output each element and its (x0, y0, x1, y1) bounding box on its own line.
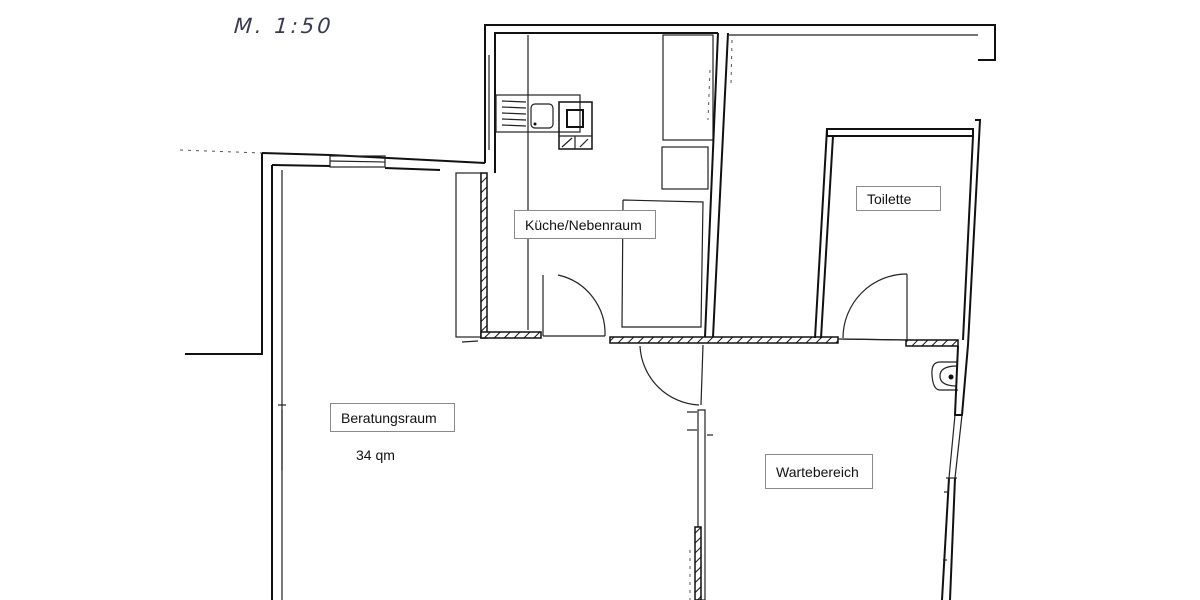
kitchen-sink-icon (495, 94, 581, 133)
scale-label: M. 1:50 (233, 14, 335, 38)
exterior-annex-wall (179, 149, 263, 355)
room-label-toilette: Toilette (856, 186, 941, 211)
stove-icon (558, 101, 593, 150)
partition-beratung-kueche (455, 172, 542, 343)
room-label-kueche: Küche/Nebenraum (514, 210, 656, 239)
beratungsraum-walls (261, 152, 486, 600)
room-label-wartebereich: Wartebereich (765, 454, 873, 489)
wash-basin-icon (931, 361, 958, 391)
partition-beratung-warte (639, 344, 713, 600)
partition-kueche-warte (609, 336, 959, 347)
kueche-walls (484, 24, 996, 330)
toilette-walls (814, 119, 982, 346)
partition-kueche-toilette (704, 32, 978, 338)
room-area-beratungsraum: 34 qm (356, 447, 395, 463)
kueche-door (542, 274, 606, 337)
room-label-beratungsraum: Beratungsraum (330, 403, 455, 432)
toilette-door (842, 273, 908, 341)
wartebereich-right-wall (941, 344, 969, 600)
